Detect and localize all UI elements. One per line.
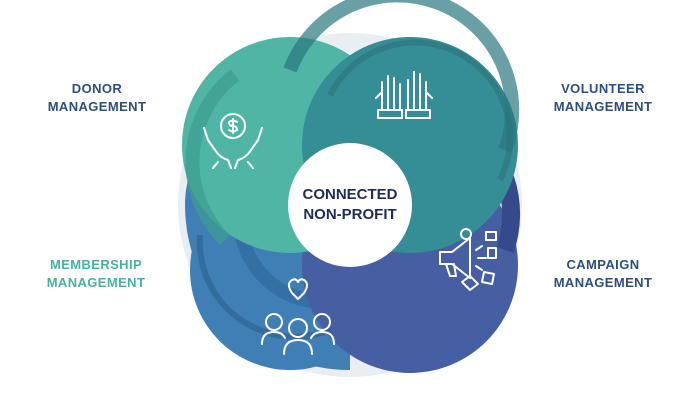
megaphone-icon [439,228,497,291]
donor-management-label: DONOR MANAGEMENT [22,80,172,116]
center-circle [288,143,412,267]
campaign-label-line2: MANAGEMENT [553,275,653,290]
membership-label-line1: MEMBERSHIP [49,257,143,272]
group-heart-icon [261,278,335,355]
center-title-line2: NON-PROFIT [303,206,396,223]
center-title-line1: CONNECTED [302,186,397,203]
volunteer-label-line2: MANAGEMENT [553,99,653,114]
raised-hands-icon [375,71,433,119]
membership-label-line2: MANAGEMENT [46,275,146,290]
donor-label-line1: DONOR [71,81,123,96]
campaign-label-line1: CAMPAIGN [566,257,640,272]
volunteer-label-line1: VOLUNTEER [561,81,645,96]
donor-label-line2: MANAGEMENT [47,99,147,114]
volunteer-management-label: VOLUNTEER MANAGEMENT [528,80,678,116]
campaign-management-label: CAMPAIGN MANAGEMENT [528,256,678,292]
membership-management-label: MEMBERSHIP MANAGEMENT [16,256,176,292]
hands-dollar-icon [203,113,263,169]
